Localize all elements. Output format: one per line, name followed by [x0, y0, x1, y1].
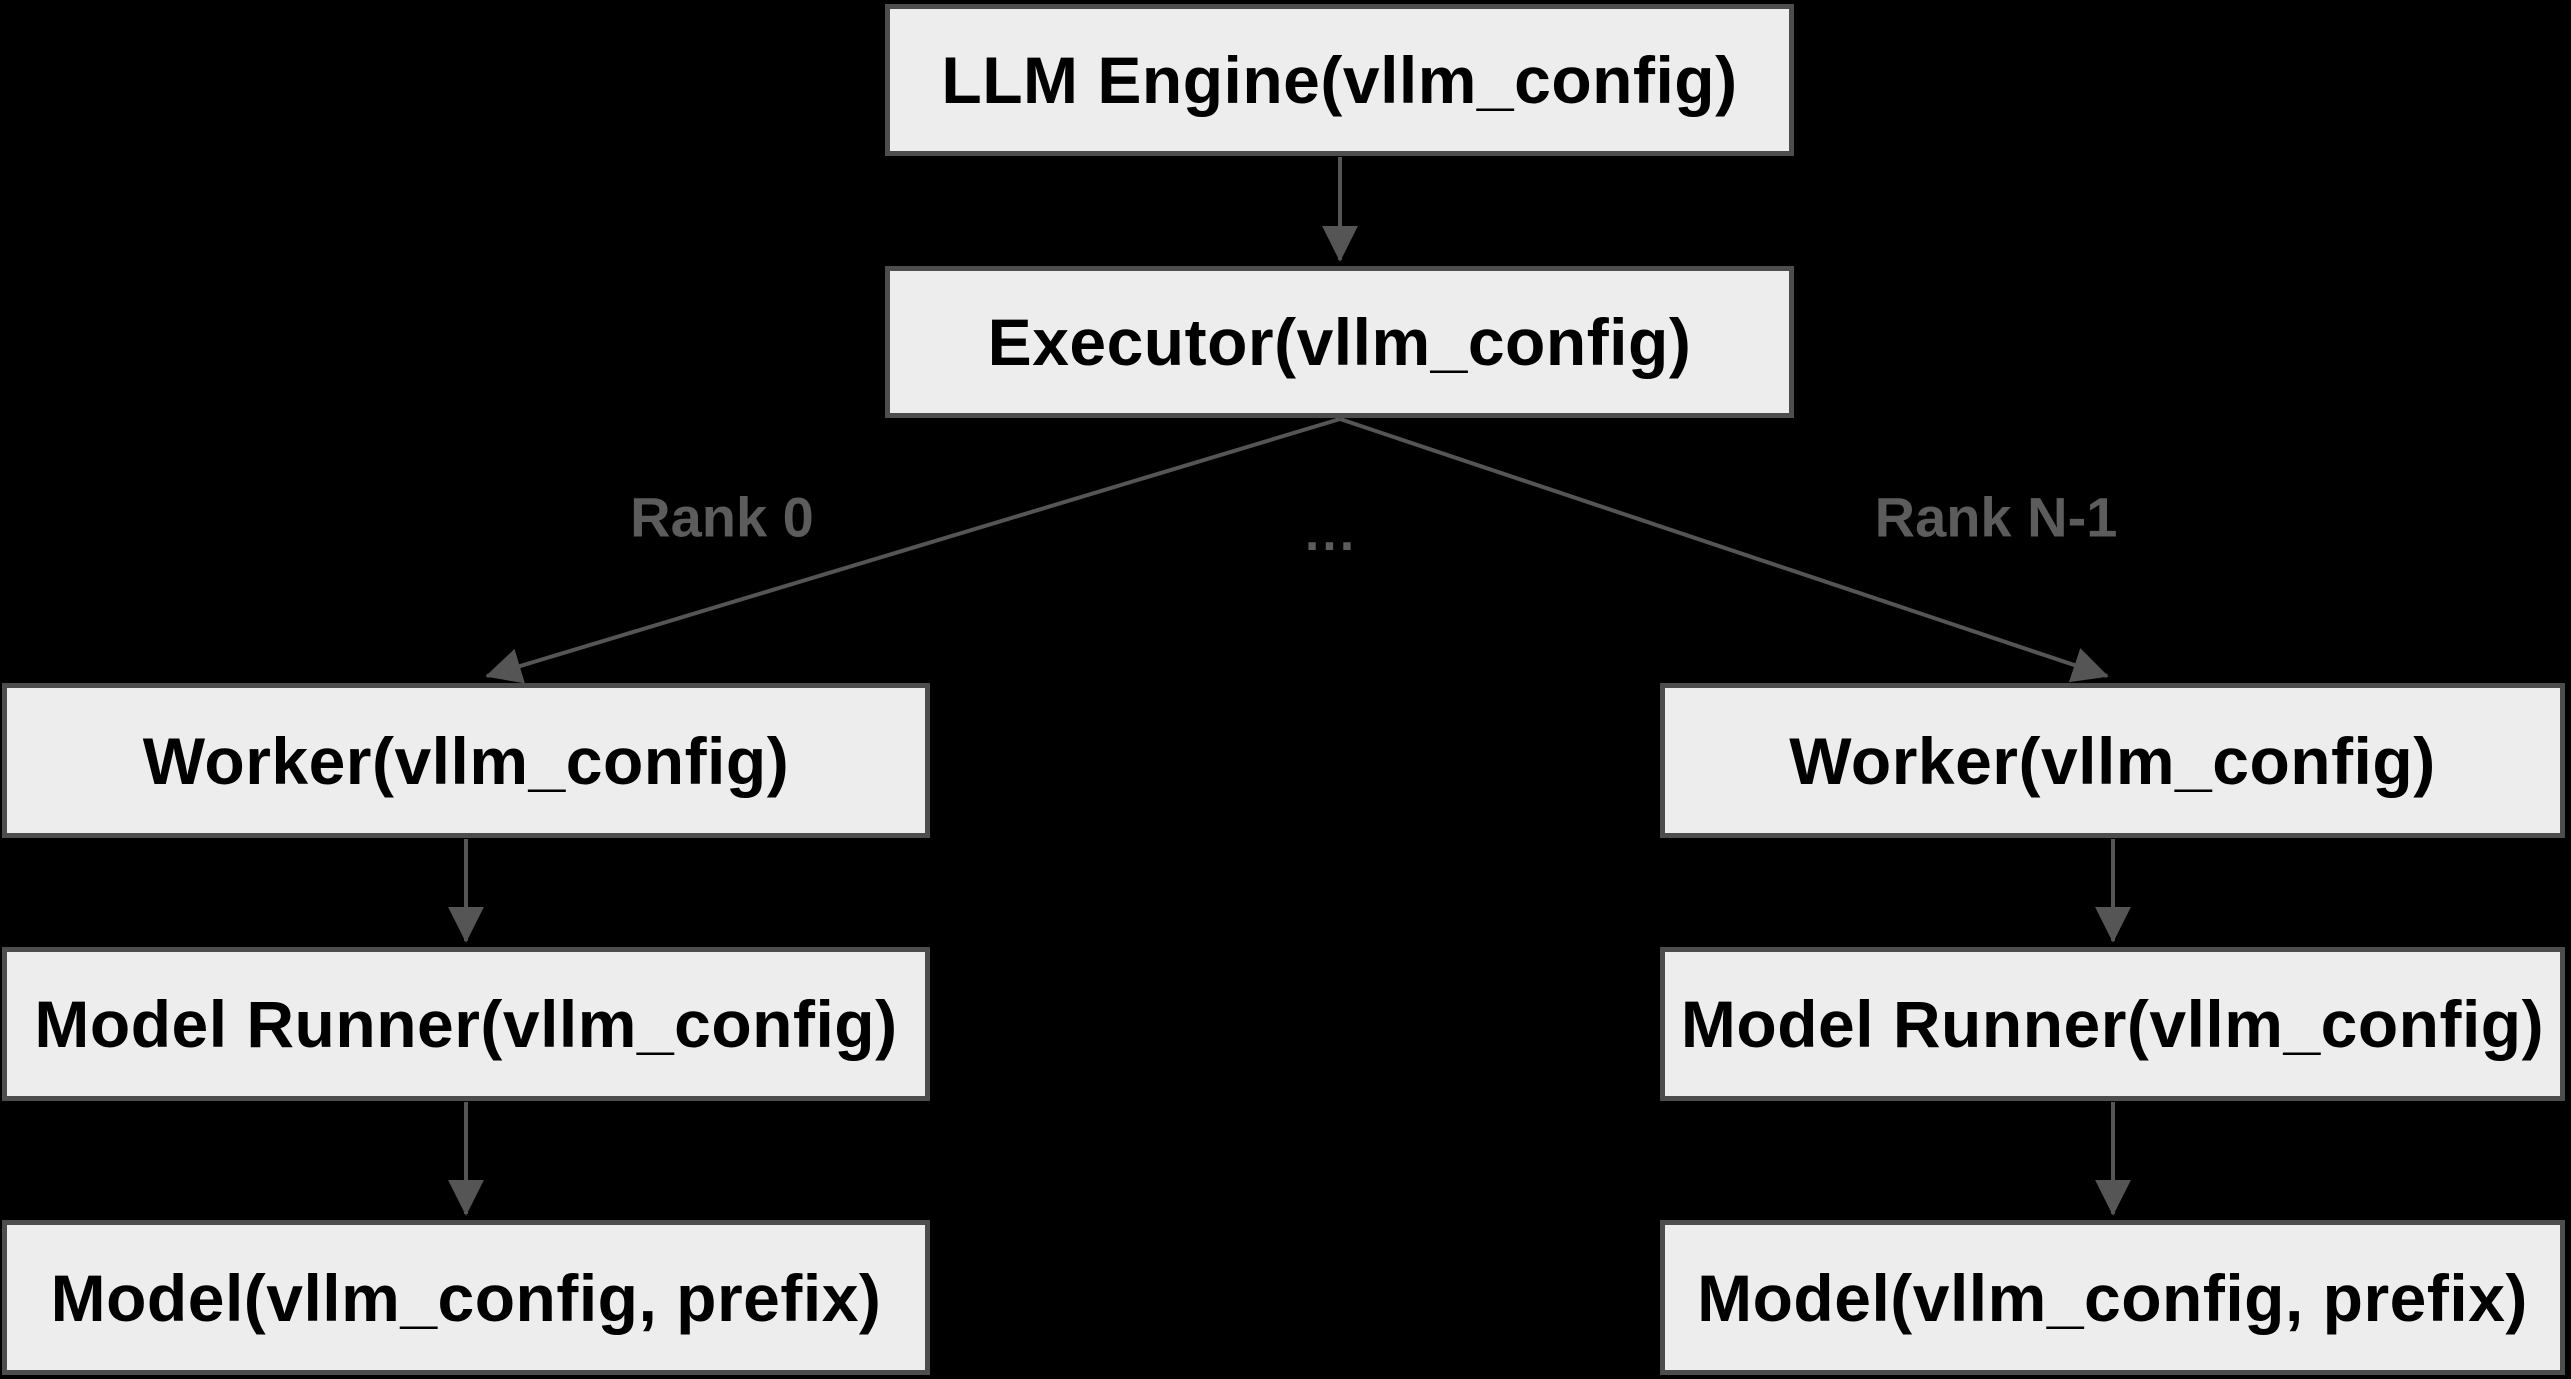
- edge-label-rank-0: Rank 0: [630, 485, 814, 549]
- node-worker-rankn-label: Worker(vllm_config): [1789, 723, 2436, 798]
- node-llm-engine-label: LLM Engine(vllm_config): [941, 43, 1738, 117]
- node-executor-label: Executor(vllm_config): [987, 305, 1692, 379]
- edge-label-rank-n-1: Rank N-1: [1874, 485, 2118, 549]
- node-model-rankn-label: Model(vllm_config, prefix): [1697, 1260, 2528, 1335]
- node-llm-engine: LLM Engine(vllm_config): [885, 4, 1794, 156]
- node-model-runner-rank0: Model Runner(vllm_config): [2, 947, 930, 1101]
- node-model-rank0: Model(vllm_config, prefix): [2, 1220, 930, 1375]
- node-model-runner-rankn: Model Runner(vllm_config): [1660, 947, 2565, 1101]
- node-worker-rank0-label: Worker(vllm_config): [142, 723, 790, 798]
- node-model-rank0-label: Model(vllm_config, prefix): [50, 1260, 882, 1335]
- edge-executor-to-worker-rank0: [485, 417, 1341, 684]
- node-worker-rankn: Worker(vllm_config): [1660, 683, 2565, 838]
- node-model-runner-rankn-label: Model Runner(vllm_config): [1680, 987, 2545, 1061]
- node-worker-rank0: Worker(vllm_config): [2, 683, 930, 838]
- node-model-rankn: Model(vllm_config, prefix): [1660, 1220, 2565, 1375]
- node-executor: Executor(vllm_config): [885, 266, 1794, 418]
- node-model-runner-rank0-label: Model Runner(vllm_config): [34, 987, 898, 1061]
- edge-label-ellipsis: ...: [1304, 504, 1358, 562]
